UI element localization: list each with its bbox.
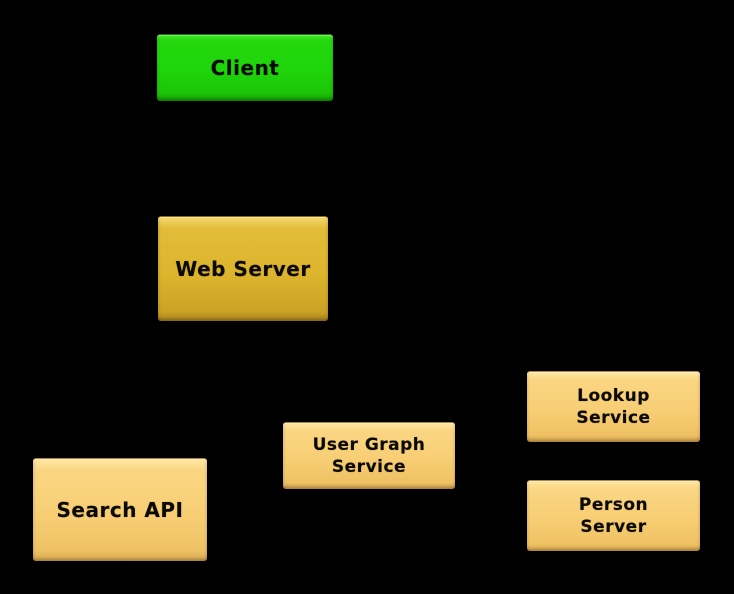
- node-search-api-label: Search API: [56, 498, 184, 522]
- diagram-node-user-graph-service[interactable]: User Graph Service: [283, 422, 455, 489]
- diagram-node-client[interactable]: Client: [157, 34, 333, 101]
- diagram-node-search-api[interactable]: Search API: [33, 458, 207, 561]
- node-client-label: Client: [210, 56, 280, 80]
- node-web-server-label: Web Server: [175, 257, 311, 281]
- node-lookup-service-label: Lookup Service: [576, 385, 651, 428]
- diagram-node-web-server[interactable]: Web Server: [158, 216, 328, 321]
- node-user-graph-service-label: User Graph Service: [312, 434, 426, 477]
- diagram-node-person-server[interactable]: Person Server: [527, 480, 700, 551]
- diagram-node-lookup-service[interactable]: Lookup Service: [527, 371, 700, 442]
- node-person-server-label: Person Server: [578, 494, 649, 537]
